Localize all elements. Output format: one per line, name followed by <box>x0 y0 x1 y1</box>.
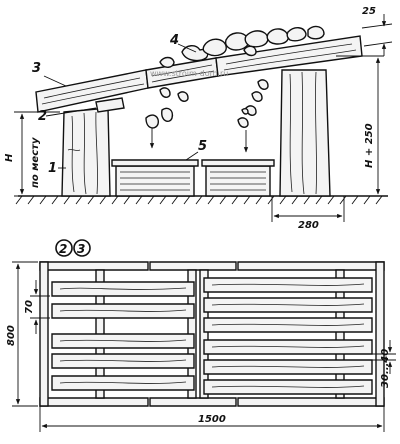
side-view: 3 2 1 4 5 H по месту H + 250 25 <box>4 6 393 231</box>
shim-block <box>95 97 125 113</box>
board-gap-dimension: 70 <box>24 280 50 334</box>
dim-plan-length: 1500 <box>198 414 226 425</box>
watermark: www.stroim-dom.ru <box>150 69 228 78</box>
dim-h-left-note: по месту <box>30 137 41 188</box>
circle-label-2: 2 <box>59 242 67 256</box>
circle-3 <box>73 239 91 257</box>
top-board-left <box>35 69 149 113</box>
frame-rail-left <box>39 261 49 407</box>
callout-circles: 2 3 <box>55 239 91 257</box>
height-dimension-right: H + 250 <box>336 55 384 197</box>
label-part-4: 4 <box>169 33 179 48</box>
dim-slat-gap: 30...40 <box>380 349 391 388</box>
stone-pile <box>159 25 325 68</box>
slats-right <box>203 277 373 395</box>
plan-length-dimension: 1500 <box>39 406 385 432</box>
slat-gap-dimension: 30...40 <box>372 340 396 388</box>
height-dimension-left: H по месту <box>4 111 60 197</box>
dim-h-right: H + 250 <box>364 123 375 168</box>
crate-left <box>111 159 199 197</box>
label-part-3: 3 <box>32 61 41 76</box>
falling-stones-right <box>237 79 269 153</box>
frame-rail-top <box>39 261 385 271</box>
plan-width-dimension: 800 <box>6 261 38 407</box>
frame-rail-bottom <box>39 397 385 407</box>
dim-post-width: 280 <box>298 220 319 231</box>
falling-stones-left <box>145 87 189 149</box>
slats-left <box>51 281 195 391</box>
label-part-1: 1 <box>48 161 57 176</box>
circle-label-3: 3 <box>77 242 85 256</box>
ground-line <box>15 195 388 205</box>
left-post <box>61 107 111 197</box>
dim-h-left: H <box>4 153 15 162</box>
circle-2 <box>55 239 73 257</box>
top-offset-dimension: 25 <box>361 6 393 56</box>
label-part-2: 2 <box>38 109 47 124</box>
crate-right <box>201 159 275 197</box>
plan-view: 2 3 <box>6 239 396 432</box>
dim-plan-width: 800 <box>6 325 17 346</box>
dim-board-gap: 70 <box>24 300 35 314</box>
label-part-5: 5 <box>198 139 207 154</box>
dim-top-offset: 25 <box>362 6 376 17</box>
post-width-dimension: 280 <box>271 196 345 231</box>
right-post <box>279 69 331 197</box>
